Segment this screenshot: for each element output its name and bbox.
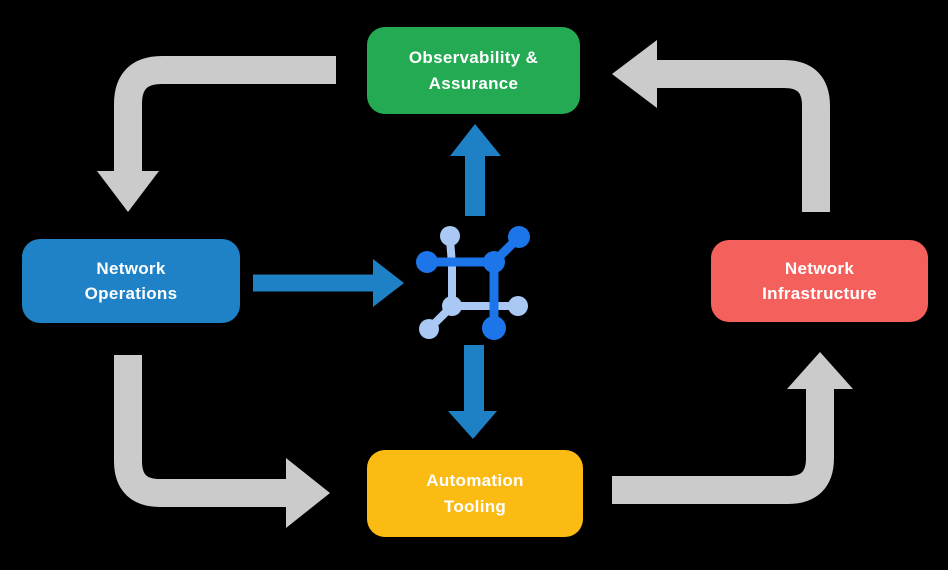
arrow-operations-to-automation xyxy=(114,355,330,528)
arrowhead-right xyxy=(286,458,330,528)
arrow-center-to-automation xyxy=(448,345,497,439)
node-network-operations: Network Operations xyxy=(22,239,240,323)
arrow-shaft xyxy=(114,56,336,173)
arrow-operations-to-center xyxy=(253,259,404,307)
network-mesh-icon-light-parts xyxy=(419,226,528,339)
arrowhead-left xyxy=(612,40,657,108)
node-observability-assurance: Observability & Assurance xyxy=(367,27,580,114)
arrowhead-right xyxy=(373,259,404,307)
icon-node-top-right xyxy=(508,226,530,248)
arrow-infrastructure-to-observability xyxy=(612,40,830,212)
node-automation-tooling: Automation Tooling xyxy=(367,450,583,537)
arrowhead-up xyxy=(787,352,853,389)
arrow-shaft xyxy=(612,388,834,504)
arrow-automation-to-infrastructure xyxy=(612,352,853,504)
icon-node-bottom-left xyxy=(419,319,439,339)
arrowhead-down xyxy=(448,411,497,439)
icon-node-bottom xyxy=(482,316,506,340)
icon-node-top-left xyxy=(440,226,460,246)
node-automation-label: Automation Tooling xyxy=(426,471,524,516)
network-mesh-icon-dark-parts xyxy=(416,226,530,340)
node-infrastructure-label: Network Infrastructure xyxy=(762,258,877,304)
arrowhead-up xyxy=(450,124,501,156)
arrow-shaft xyxy=(114,355,288,507)
network-mesh-icon xyxy=(416,226,530,340)
arrow-shaft xyxy=(656,60,830,212)
node-operations-label: Network Operations xyxy=(84,258,178,304)
arrow-center-to-observability xyxy=(450,124,501,216)
arrowhead-down xyxy=(97,171,159,212)
icon-node-left xyxy=(416,251,438,273)
icon-node-right xyxy=(508,296,528,316)
node-network-infrastructure: Network Infrastructure xyxy=(711,240,928,322)
arrow-observability-to-operations xyxy=(97,56,336,212)
node-observability-label: Observability & Assurance xyxy=(408,48,539,93)
